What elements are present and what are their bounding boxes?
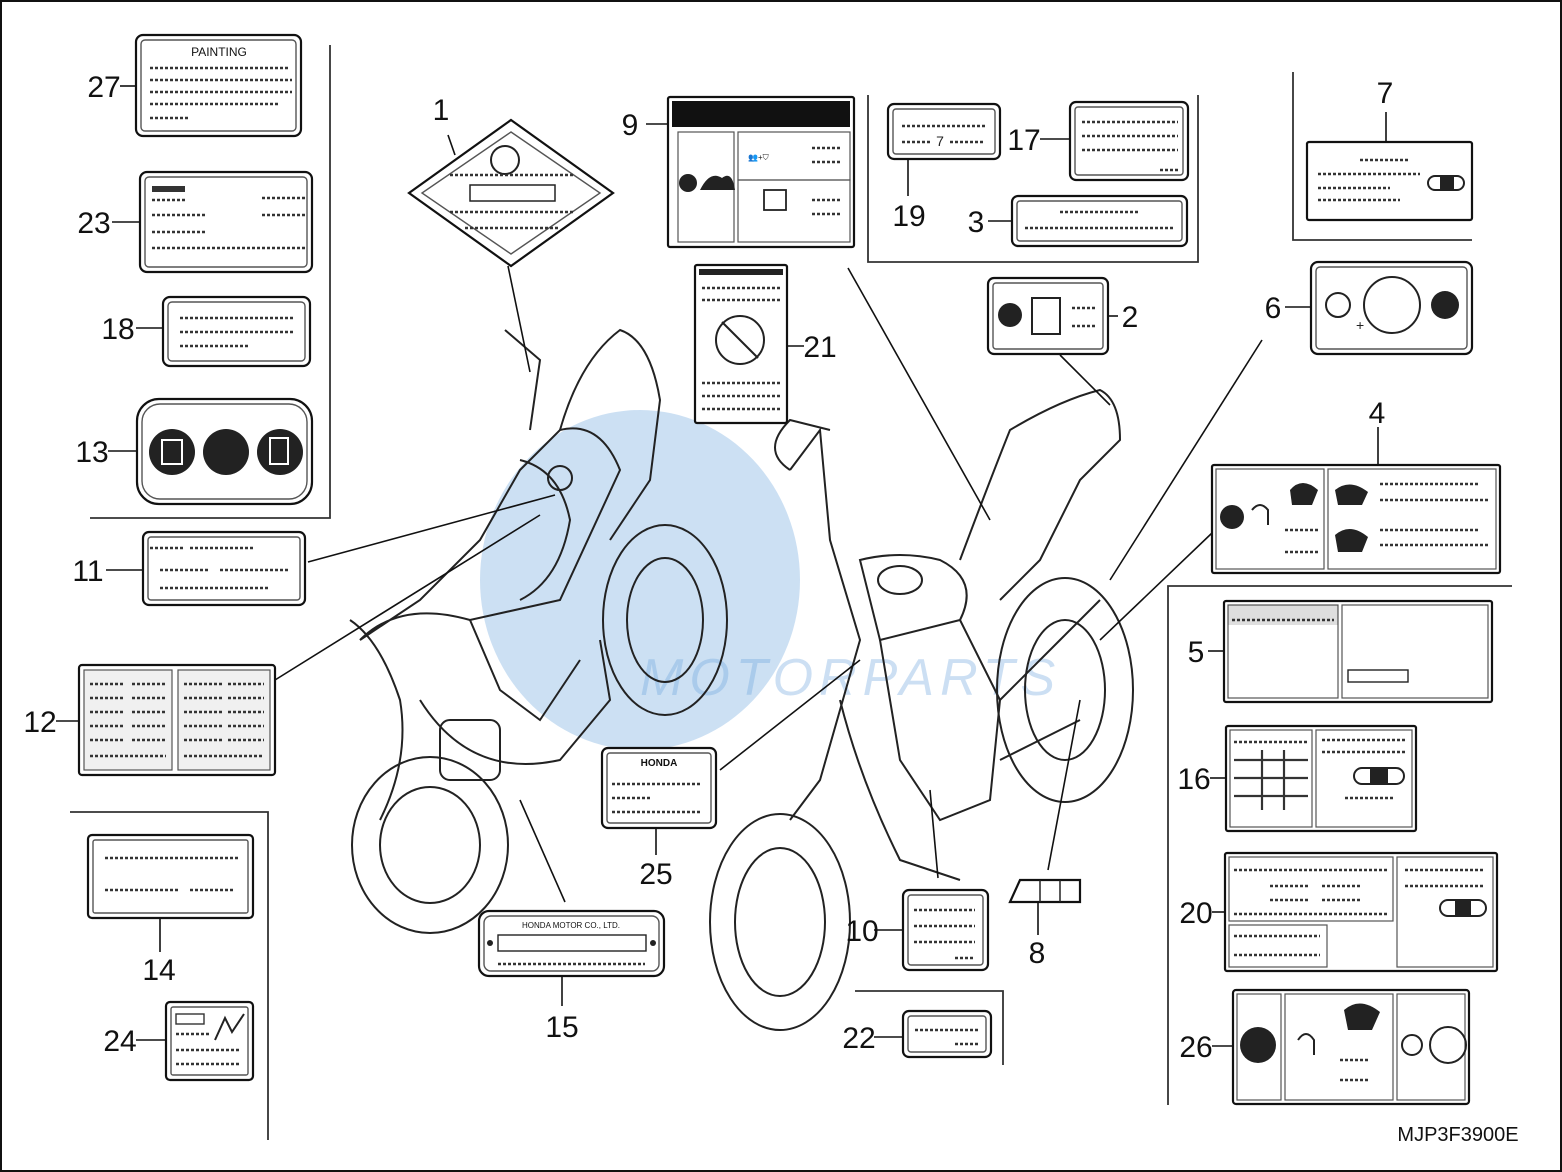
honda-logo-text: HONDA — [641, 758, 678, 769]
callout-8: 8 — [1029, 937, 1046, 970]
luggage-icon — [1031, 297, 1061, 335]
callout-10: 10 — [845, 915, 878, 948]
callout-26: 26 — [1179, 1031, 1212, 1064]
callout-18: 18 — [101, 313, 134, 346]
callout-17: 17 — [1007, 124, 1040, 157]
rider-icon — [700, 175, 735, 190]
watermark: MOTORPARTS — [480, 410, 1061, 750]
passengers-icon: 👥+⛉ — [748, 153, 769, 162]
callout-22: 22 — [842, 1022, 875, 1055]
callout-13: 13 — [75, 436, 108, 469]
label-22 — [901, 1009, 993, 1059]
section-separators — [70, 45, 1512, 1140]
manual-icon — [149, 429, 195, 475]
manual-icon — [1431, 291, 1459, 319]
motorcycle-icon — [1290, 483, 1318, 505]
callout-12: 12 — [23, 706, 56, 739]
callout-5: 5 — [1188, 636, 1205, 669]
label-11 — [141, 530, 307, 607]
callout-23: 23 — [77, 207, 110, 240]
wrench-icon — [214, 1013, 245, 1041]
label-19: 7 — [886, 102, 1002, 161]
tire-icon — [1363, 276, 1421, 334]
callout-1: 1 — [433, 94, 450, 127]
callout-20: 20 — [1179, 897, 1212, 930]
tire-pressure-icon — [1251, 504, 1269, 525]
painting-heading: PAINTING — [191, 45, 247, 59]
callouts: 27 23 18 13 11 12 14 24 1 9 21 19 17 3 7… — [23, 71, 1393, 1064]
fuel-icon — [257, 429, 303, 475]
callout-27: 27 — [87, 71, 120, 104]
tire-pressure-icon — [1297, 1033, 1315, 1055]
callout-7: 7 — [1377, 77, 1394, 110]
callout-21: 21 — [803, 331, 836, 364]
label-27-painting: PAINTING — [134, 33, 303, 138]
no-symbol-icon — [715, 315, 765, 365]
leader-lines — [274, 265, 1263, 903]
chain-icon — [1401, 1034, 1423, 1056]
callout-19: 19 — [892, 200, 925, 233]
callout-16: 16 — [1177, 763, 1210, 796]
label-20 — [1223, 851, 1499, 973]
label-3 — [1010, 194, 1189, 248]
label-6: + — [1309, 260, 1474, 356]
motorcycle-rider-icon — [1335, 484, 1368, 505]
luggage-icon — [763, 189, 787, 211]
callout-9: 9 — [622, 109, 639, 142]
callout-11: 11 — [72, 555, 103, 588]
manual-icon — [679, 174, 697, 192]
helmet-icon — [203, 429, 249, 475]
callout-4: 4 — [1369, 397, 1386, 430]
label-18 — [161, 295, 312, 368]
motorcycle-left-illustration — [349, 328, 728, 934]
callout-2: 2 — [1122, 301, 1139, 334]
label-12 — [77, 663, 277, 777]
label-9: 👥+⛉ — [666, 95, 856, 249]
callout-6: 6 — [1265, 292, 1282, 325]
honda-motor-text: HONDA MOTOR CO., LTD. — [522, 921, 620, 930]
motorcycle-right-illustration — [709, 388, 1134, 1031]
label-23 — [138, 170, 314, 274]
callout-3: 3 — [968, 206, 985, 239]
callout-14: 14 — [142, 954, 175, 987]
callout-24: 24 — [103, 1025, 136, 1058]
label-1-diamond — [407, 118, 615, 268]
label-26 — [1231, 988, 1471, 1106]
label-7 — [1305, 140, 1474, 222]
label-4 — [1210, 463, 1502, 575]
label-25: HONDA — [600, 746, 718, 830]
watermark-text: MOTORPARTS — [640, 649, 1061, 707]
manual-icon — [1240, 1027, 1276, 1063]
label-16 — [1224, 724, 1418, 833]
callout-25: 25 — [639, 858, 672, 891]
label-10 — [901, 888, 990, 972]
callout-15: 15 — [545, 1011, 578, 1044]
chain-icon — [1325, 292, 1351, 318]
manual-icon — [1220, 505, 1244, 529]
svg-text:+: + — [1356, 317, 1364, 333]
label-19-mark: 7 — [936, 133, 944, 149]
label-21 — [693, 263, 789, 425]
label-2 — [986, 276, 1110, 356]
label-5 — [1222, 599, 1494, 704]
label-15: HONDA MOTOR CO., LTD. — [477, 909, 666, 978]
motorcycle-icon — [1344, 1003, 1380, 1030]
label-14 — [86, 833, 255, 920]
manual-icon — [998, 303, 1022, 327]
label-13 — [135, 397, 314, 506]
label-24 — [164, 1000, 255, 1082]
tire-icon — [1429, 1026, 1467, 1064]
motorcycle-passenger-icon — [1335, 528, 1368, 552]
label-17 — [1068, 100, 1190, 182]
diagram-code: MJP3F3900E — [1397, 1124, 1518, 1146]
label-8 — [1008, 878, 1082, 904]
